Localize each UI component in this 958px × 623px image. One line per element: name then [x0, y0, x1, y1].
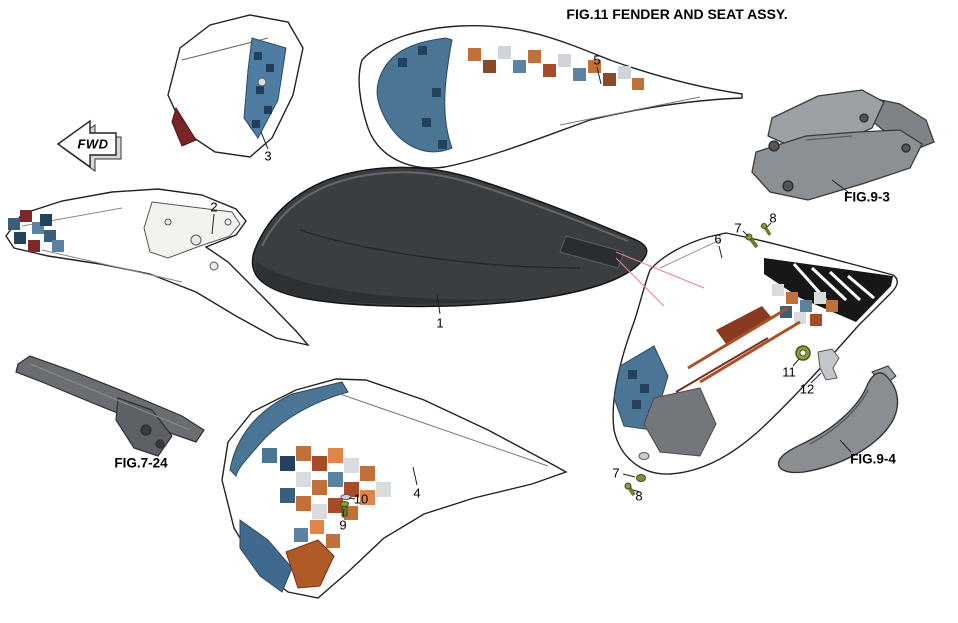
ref-label-fig9-4: FIG.9-4 — [850, 451, 896, 467]
callout-4: 4 — [413, 485, 421, 501]
fwd-label: FWD — [77, 136, 109, 152]
callout-3: 3 — [264, 148, 272, 164]
front-fender-part — [5, 188, 310, 347]
bracket-12 — [817, 348, 840, 381]
seat-part — [251, 166, 648, 308]
callout-8-bottom: 8 — [635, 488, 643, 504]
callout-6: 6 — [714, 231, 722, 247]
callout-1: 1 — [436, 315, 444, 331]
callout-10: 10 — [353, 491, 369, 507]
panel5-decal-mosaic — [468, 46, 644, 90]
fender-decal-mosaic — [8, 210, 64, 252]
front-plate-part — [167, 14, 304, 158]
rear-side-panel-left-part — [358, 24, 743, 169]
callout-8-top: 8 — [769, 210, 777, 226]
leader-lines — [211, 66, 852, 519]
callout-7-bottom: 7 — [612, 465, 620, 481]
fig7-24-guard-part — [15, 355, 205, 457]
assembly-reference-lines — [615, 251, 705, 307]
fastener-nut-7-bottom — [636, 474, 646, 482]
callout-11: 11 — [782, 364, 796, 380]
fig9-4-flap-part — [777, 365, 899, 474]
callout-5: 5 — [593, 52, 601, 68]
ref-label-fig7-24: FIG.7-24 — [114, 455, 168, 471]
screw-9 — [340, 501, 349, 517]
fwd-arrow — [56, 119, 122, 172]
callout-12: 12 — [799, 381, 815, 397]
washer-10 — [340, 494, 352, 500]
fig9-3-bracket-part — [751, 89, 935, 201]
fastener-screw-8-bottom — [624, 482, 636, 497]
callout-2: 2 — [210, 199, 218, 215]
grommet-11 — [795, 345, 811, 361]
front-side-shroud-part — [221, 378, 568, 599]
rear-side-panel-right-part — [612, 232, 898, 475]
ref-label-fig9-3: FIG.9-3 — [844, 189, 890, 205]
figure-title: FIG.11 FENDER AND SEAT ASSY. — [566, 6, 788, 22]
fastener-screw-8-top — [761, 223, 772, 236]
callout-9: 9 — [339, 517, 347, 533]
callout-7-top: 7 — [734, 220, 742, 236]
panel6-decal-mosaic — [772, 284, 838, 326]
